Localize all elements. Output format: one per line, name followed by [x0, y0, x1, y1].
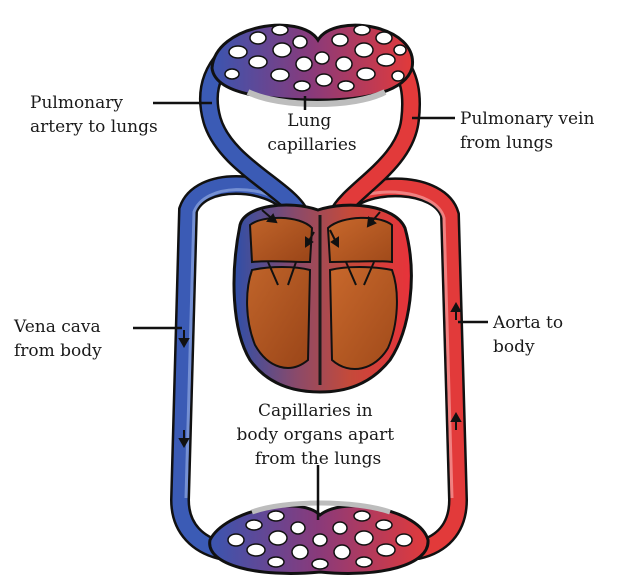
label-pulmonary-vein: Pulmonary vein from lungs [460, 109, 600, 153]
label-lung-capillaries: Lung capillaries [267, 111, 356, 155]
label-aorta: Aorta to body [492, 313, 568, 357]
heart [234, 205, 411, 392]
label-pulmonary-artery: Pulmonary artery to lungs [30, 93, 158, 137]
lung-capillary-bed [212, 25, 413, 104]
label-vena-cava: Vena cava from body [13, 317, 106, 361]
label-body-capillaries: Capillaries in body organs apart from th… [237, 401, 400, 469]
